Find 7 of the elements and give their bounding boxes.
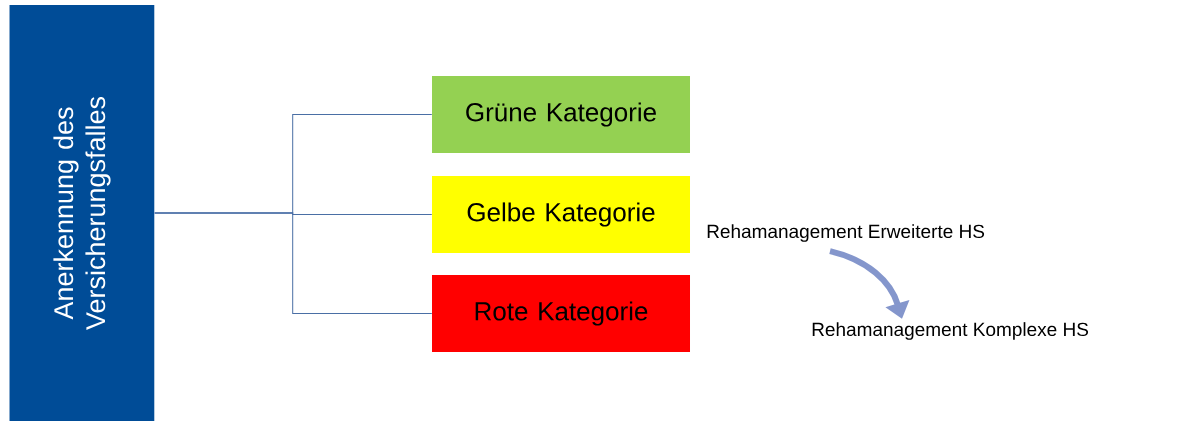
side-box: Anerkennung des Versicherungsfalles [9, 5, 155, 421]
note-text: Rehamanagement Komplexe HS [812, 322, 1089, 340]
category-box: Gelbe Kategorie [432, 176, 690, 253]
connector-line [154, 212, 433, 314]
category-box: Rote Kategorie [432, 275, 690, 352]
category-box: Grüne Kategorie [432, 76, 690, 153]
note-text: Rehamanagement Erweiterte HS [707, 224, 985, 242]
